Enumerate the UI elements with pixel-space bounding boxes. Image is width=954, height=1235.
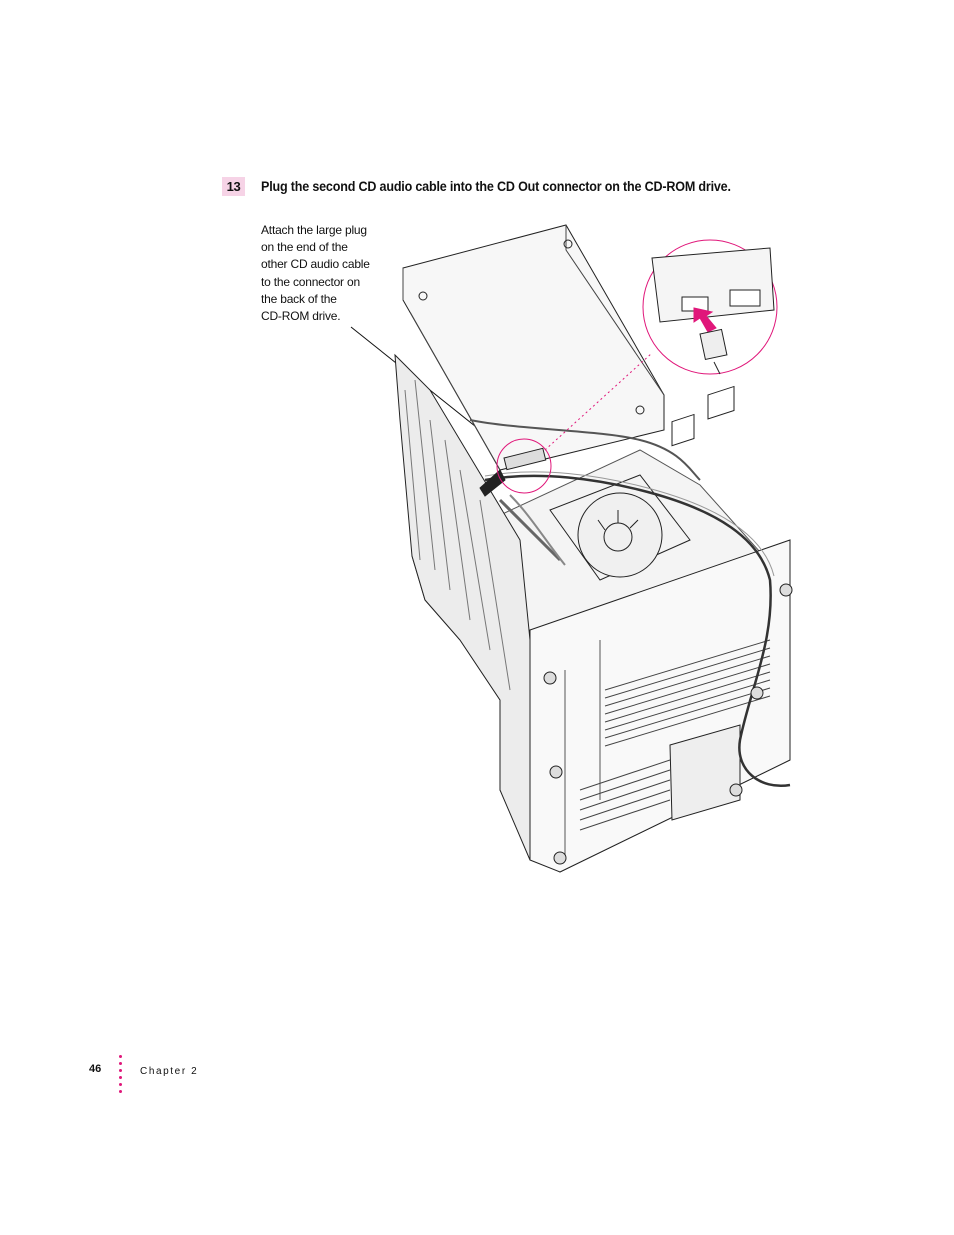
fan — [577, 492, 663, 578]
plug — [699, 328, 728, 361]
cd-audio-cable — [484, 474, 791, 788]
page-number: 46 — [89, 1063, 102, 1075]
magnified-connector-view — [642, 239, 778, 375]
plug-direction-arrow — [693, 307, 717, 333]
step-title: Plug the second CD audio cable into the … — [261, 179, 731, 194]
side-panel — [394, 353, 531, 861]
step-number: 13 — [222, 177, 245, 196]
footer-dot-separator — [119, 1055, 123, 1097]
callout-text: Attach the large plug on the end of the … — [261, 223, 370, 324]
chapter-label: Chapter 2 — [140, 1066, 199, 1077]
